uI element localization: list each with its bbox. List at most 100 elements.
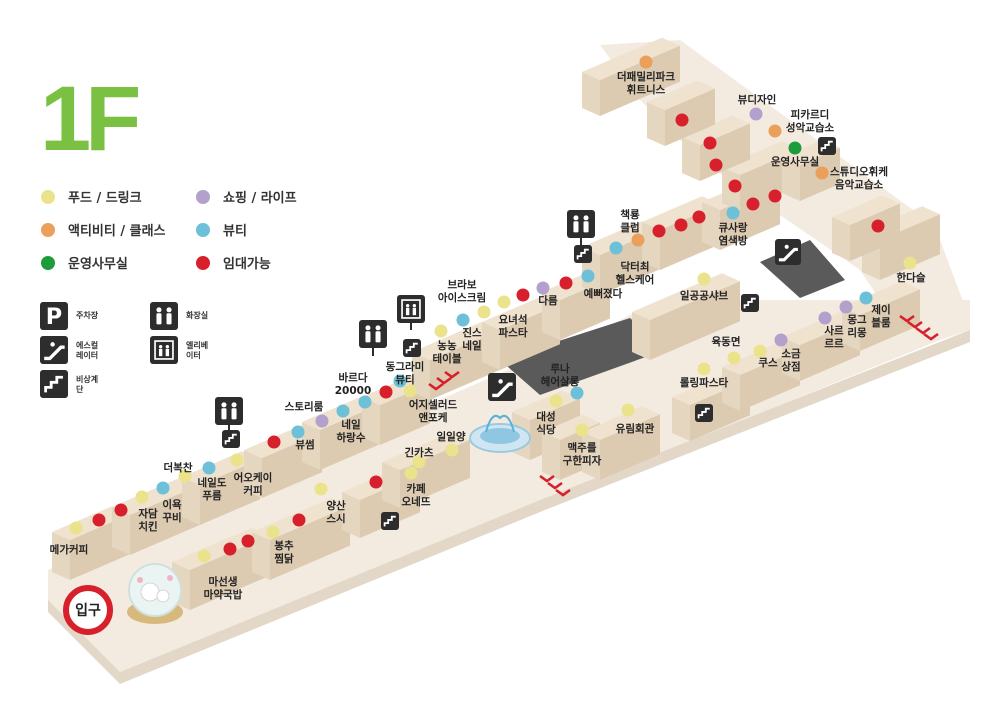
store-dot-cafeonede[interactable]	[404, 466, 418, 480]
store-dot-rollingpasta[interactable]	[697, 362, 711, 376]
store-dot-kuseu[interactable]	[753, 344, 767, 358]
store-dot-byudijain[interactable]	[749, 107, 763, 121]
vacant-dot[interactable]	[703, 136, 717, 150]
store-label-storyroom[interactable]: 스토리룸	[285, 400, 324, 413]
vacant-dot[interactable]	[728, 179, 742, 193]
store-dot-yangsansushi[interactable]	[314, 482, 328, 496]
store-dot-storyroom[interactable]	[315, 414, 329, 428]
vacant-dot[interactable]	[675, 113, 689, 127]
store-dot-thefamilypark[interactable]	[639, 55, 653, 69]
vacant-dot[interactable]	[223, 542, 237, 556]
store-label-yurimhoegwan[interactable]: 유림회관	[616, 422, 655, 435]
store-label-yeppeojyeotda[interactable]: 예뻐졌다	[584, 287, 623, 300]
store-label-handasul[interactable]: 한다슬	[897, 271, 926, 284]
store-dot-nongnong[interactable]	[434, 324, 448, 338]
vacant-dot[interactable]	[379, 385, 393, 399]
store-dot-studiohwike[interactable]	[815, 166, 829, 180]
store-dot-dareum[interactable]	[536, 281, 550, 295]
store-label-deobokchan[interactable]: 더복찬	[164, 461, 193, 474]
store-dot-maseonsaeng[interactable]	[197, 549, 211, 563]
store-dot-neildofureum[interactable]	[202, 461, 216, 475]
store-dot-brabo[interactable]	[477, 305, 491, 319]
store-dot-yukdongmyeon[interactable]	[727, 351, 741, 365]
vacant-dot[interactable]	[114, 503, 128, 517]
store-dot-handasul[interactable]	[903, 256, 917, 270]
store-dot-chaekrongclub[interactable]	[631, 233, 645, 247]
store-dot-neilharangsu[interactable]	[336, 404, 350, 418]
store-dot-yeppeojyeotda[interactable]	[581, 269, 595, 283]
store-dot-byusseom[interactable]	[291, 425, 305, 439]
vacant-dot[interactable]	[516, 288, 530, 302]
store-dot-bongchujjimdak[interactable]	[266, 525, 280, 539]
store-label-megacoffee[interactable]: 메가커피	[50, 543, 89, 556]
store-dot-eookeicoffee[interactable]	[230, 453, 244, 467]
store-dot-jinseuneil[interactable]	[456, 313, 470, 327]
store-label-ginkachseu[interactable]: 긴카츠	[405, 446, 434, 459]
store-dot-ililyang[interactable]	[445, 443, 459, 457]
store-label-ililyang[interactable]: 일일양	[437, 430, 466, 443]
vacant-dot[interactable]	[559, 276, 573, 290]
store-dot-eojisellerd[interactable]	[403, 384, 417, 398]
store-dot-bareuda[interactable]	[358, 395, 372, 409]
store-dot-picardy[interactable]	[768, 124, 782, 138]
store-dot-runahairsalon[interactable]	[570, 386, 584, 400]
store-dot-deobokchan[interactable]	[178, 469, 192, 483]
vacant-dot[interactable]	[692, 210, 706, 224]
vacant-dot[interactable]	[746, 197, 760, 211]
store-dot-ilgeonggongshabu[interactable]	[697, 272, 711, 286]
store-dot-kyusarang[interactable]	[726, 206, 740, 220]
store-dot-maekjureul[interactable]	[575, 423, 589, 437]
store-dot-sareureure[interactable]	[818, 311, 832, 325]
store-dot-jeiblum[interactable]	[859, 291, 873, 305]
vacant-dot[interactable]	[292, 513, 306, 527]
store-dot-jadamchicken[interactable]	[135, 490, 149, 504]
store-label-ilgeonggongshabu[interactable]: 일공공샤브	[680, 289, 729, 302]
store-dot-sogeumsangjeom[interactable]	[774, 333, 788, 347]
store-label-dareum[interactable]: 다름	[538, 294, 558, 307]
store-dot-yurimhoegwan[interactable]	[621, 403, 635, 417]
vacant-dot[interactable]	[267, 435, 281, 449]
vacant-dot[interactable]	[709, 158, 723, 172]
store-dot-office[interactable]	[788, 141, 802, 155]
vacant-dot[interactable]	[92, 513, 106, 527]
vacant-dot[interactable]	[652, 224, 666, 238]
store-label-byusseom[interactable]: 뷰썸	[295, 438, 314, 451]
store-dot-monggeulimong[interactable]	[839, 300, 853, 314]
store-dot-donggeurami[interactable]	[393, 374, 407, 388]
store-label-byudijain[interactable]: 뷰디자인	[738, 93, 777, 106]
vacant-dot[interactable]	[369, 475, 383, 489]
vacant-dot[interactable]	[674, 218, 688, 232]
store-label-office[interactable]: 운영사무실	[771, 155, 819, 168]
store-label-rollingpasta[interactable]: 롤링파스타	[680, 376, 729, 389]
store-dot-megacoffee[interactable]	[69, 521, 83, 535]
store-label-kuseu[interactable]: 쿠스	[758, 357, 778, 369]
vacant-dot[interactable]	[871, 219, 885, 233]
store-dot-yonyeoseok[interactable]	[497, 295, 511, 309]
store-dot-daeseongsikdang[interactable]	[549, 394, 563, 408]
